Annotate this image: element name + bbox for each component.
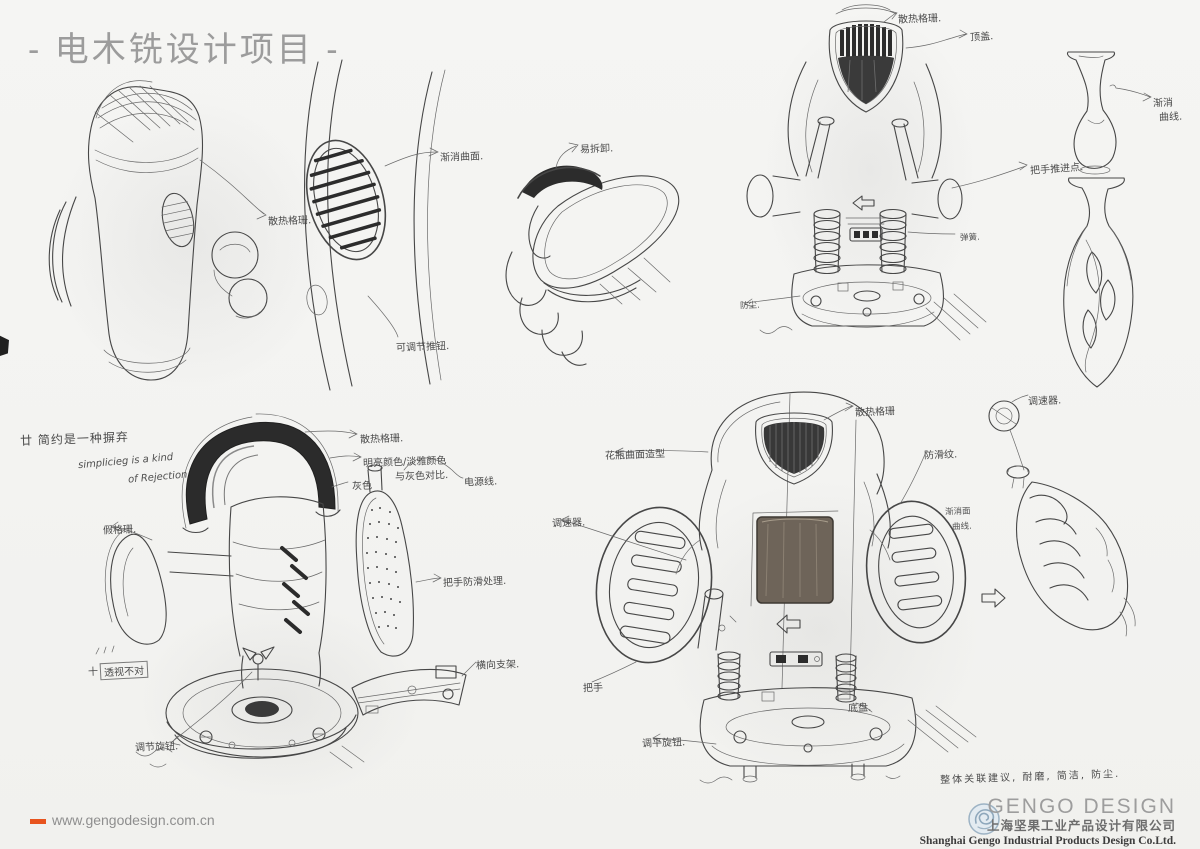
annotation-speed-control-left: 调速器. — [551, 517, 586, 530]
annotation-fake-grille: 假格珊. — [102, 524, 137, 537]
annotation-adjust-button: 可调节推钮. — [395, 341, 450, 354]
annotation-gray-color: 灰色 — [351, 480, 373, 493]
brand-name: GENGO DESIGN — [987, 795, 1176, 818]
annotation-adjust-knob: 调节旋钮. — [134, 741, 179, 754]
sketch-hand-sole-plate — [505, 142, 680, 366]
annotation-leveling-knob: 调平旋钮. — [641, 737, 686, 750]
annotation-heat-grille-side: 散热格珊. — [267, 215, 312, 228]
annotation-fading-surface: 渐消曲面. — [439, 151, 484, 164]
sketch-hand-grip-detail — [981, 394, 1136, 637]
annotation-fading-surface2-line1: 渐消面 — [944, 506, 971, 518]
sketch-router-front-top — [744, 4, 1028, 341]
annotation-heat-grille-bottomright: 散热格珊 — [854, 406, 896, 419]
annotation-spring: 弹簧. — [959, 232, 980, 244]
company-name-en: Shanghai Gengo Industrial Products Desig… — [919, 834, 1176, 847]
annotation-dustproof: 防尘. — [739, 300, 760, 312]
annotation-fading-curve-line2: 曲线. — [1158, 111, 1183, 124]
annotation-fading-surface2-line2: 曲线. — [951, 521, 972, 533]
brand-block: GENGO DESIGN 上海坚果工业产品设计有限公司 Shanghai Gen… — [920, 795, 1176, 847]
annotation-side-bracket: 横向支架. — [475, 659, 520, 672]
company-name-cn: 上海坚果工业产品设计有限公司 — [986, 819, 1176, 834]
annotation-vase-surface-style: 花瓶曲面造型 — [604, 448, 666, 463]
annotation-heat-grille-top: 散热格珊. — [897, 13, 942, 26]
sketch-router-front-left — [95, 413, 477, 769]
annotation-color-note-line2: 与灰色对比. — [394, 470, 449, 483]
sketch-router-body-side — [48, 80, 268, 381]
page-edge-artifact — [0, 335, 9, 356]
annotation-top-cover: 顶盖. — [969, 31, 994, 44]
annotation-antislip-texture: 防滑纹. — [923, 449, 958, 462]
annotation-handle: 把手 — [582, 682, 604, 695]
gengo-logo-icon — [968, 803, 1000, 835]
annotation-handle-antislip: 把手防滑处理. — [442, 575, 507, 590]
annotation-speed-control-right: 调速器. — [1027, 395, 1062, 408]
accent-dash — [30, 819, 46, 824]
annotation-plus-mark: 十 — [87, 666, 99, 679]
website-url: www.gengodesign.com.cn — [52, 812, 215, 828]
annotation-power-cord: 电源线. — [463, 476, 498, 489]
sketch-vase-references — [1063, 51, 1152, 388]
annotation-perspective-note: 透视不对 — [99, 660, 149, 681]
annotation-base-plate: 底盘. — [847, 702, 872, 715]
annotation-heat-grille-front: 散热格珊. — [359, 433, 404, 446]
page-title: - 电木铣设计项目 - — [28, 31, 341, 69]
sketch-router-front-right — [560, 391, 977, 784]
annotation-easy-detach: 易拆卸. — [579, 143, 614, 156]
sketch-vent-panel-detail — [304, 59, 446, 391]
